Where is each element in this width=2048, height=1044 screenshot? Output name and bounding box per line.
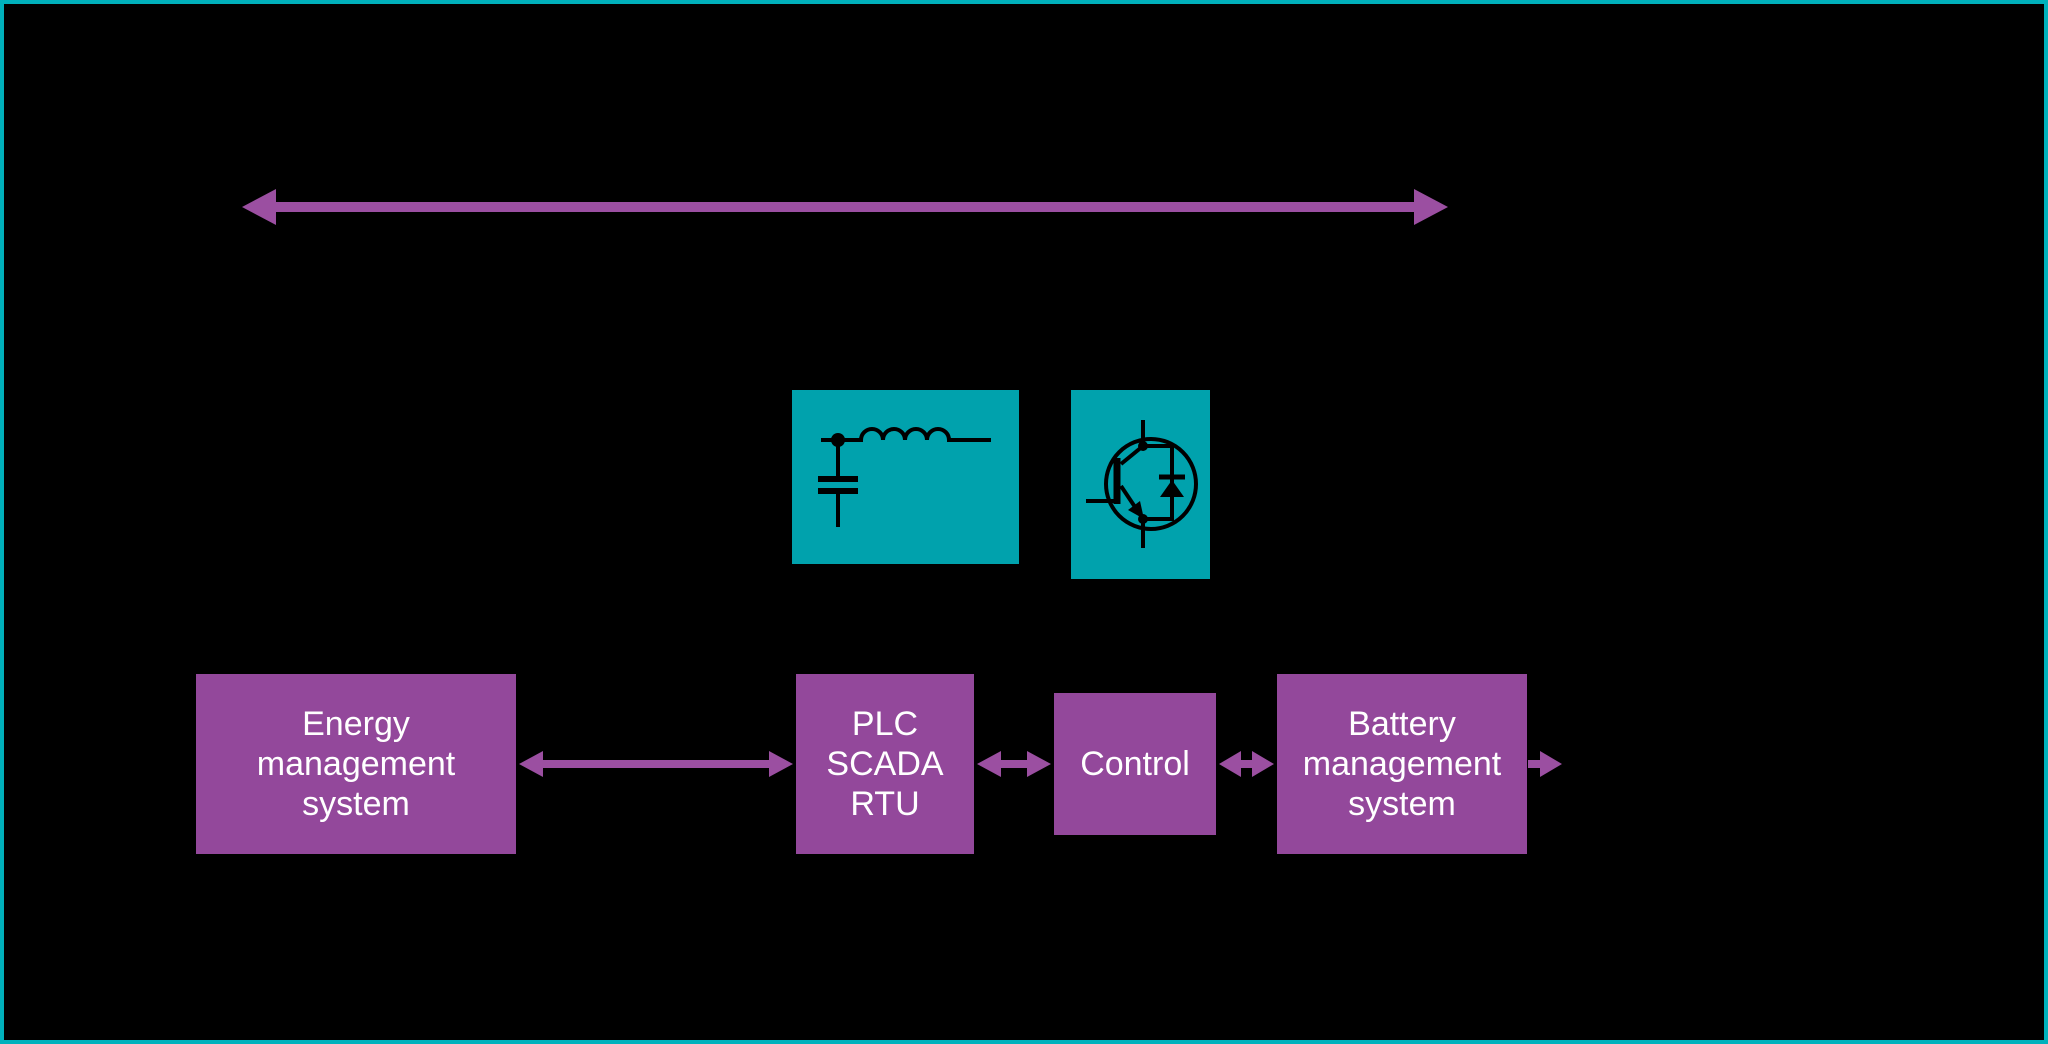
filter-block [792,390,1019,564]
node-battery-management-system: Battery management system [1277,674,1527,854]
converter-block [1071,390,1210,579]
node-plc-scada-rtu: PLC SCADA RTU [796,674,974,854]
node-control: Control [1054,693,1216,835]
edge-arrow-ems-plc [519,751,793,777]
edge-arrow-plc-control [977,751,1051,777]
lc-filter-icon [818,427,991,527]
edge-arrow-control-bms [1219,751,1274,777]
node-energy-management-system: Energy management system [196,674,516,854]
top-bidirectional-arrow [242,189,1448,225]
igbt-icon [1086,420,1198,548]
edge-arrow-bms-output [1528,751,1562,777]
